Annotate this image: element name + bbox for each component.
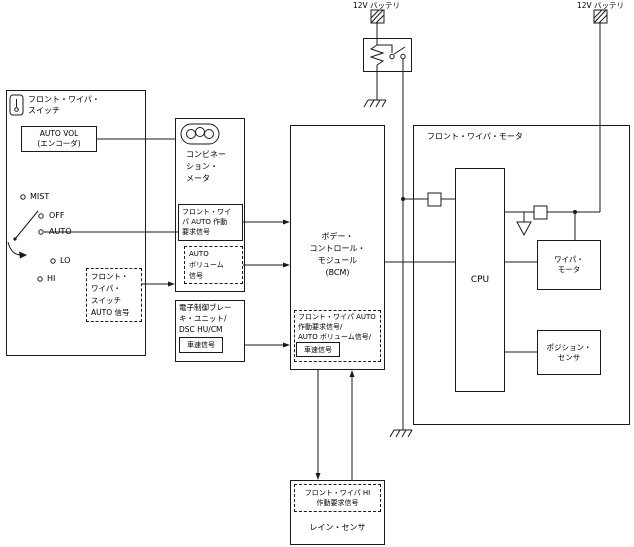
front-wiper-switch-title: フロント・ワイパ・ — [28, 95, 100, 104]
auto-request-line: 要求信号 — [182, 228, 210, 236]
arrow-auto-request-to-bcm — [243, 219, 290, 225]
battery-left-label: 12V バッテリ — [353, 1, 401, 10]
arrow-rain-sensor-to-bcm — [349, 370, 355, 480]
wiper-relay-contact — [377, 44, 406, 430]
auto-volume-signal-box: AUTO ボリューム 信号 — [184, 246, 243, 284]
auto-volume-line: 信号 — [189, 272, 203, 280]
wiper-switch-icon — [9, 94, 24, 116]
bcm-signal-list-box: フロント・ワイパ AUTO 作動要求信号/ AUTO ボリューム信号/ — [294, 310, 381, 362]
combination-meter-name: ション・ — [186, 162, 218, 171]
switch-position-mist: MIST — [30, 192, 50, 201]
arrow-switch-auto-signal — [142, 281, 175, 287]
cpu-box: CPU — [455, 168, 505, 392]
wiper-relay-coil — [369, 44, 385, 100]
switch-auto-signal-line: AUTO 信号 — [91, 308, 130, 317]
battery-right-label: 12V バッテリ — [577, 1, 625, 10]
speed-signal-box-dsc: 車速信号 — [179, 337, 223, 353]
switch-position-auto: AUTO — [49, 227, 72, 236]
encoder-label: (エンコーダ) — [37, 139, 81, 148]
arrow-auto-volume-to-bcm — [243, 262, 290, 268]
connector-square-right — [533, 205, 548, 220]
battery-left-symbol — [370, 9, 385, 45]
auto-request-line: パ AUTO 作動 — [182, 218, 228, 226]
wire-battery-to-motor-unit — [505, 205, 600, 240]
switch-position-hi: HI — [47, 274, 56, 283]
auto-vol-label: AUTO VOL — [39, 129, 79, 138]
wiper-switch-contacts — [7, 194, 56, 282]
bcm-signal-line: 作動要求信号/ — [298, 323, 343, 331]
switch-position-off: OFF — [49, 211, 65, 220]
speed-signal-label: 車速信号 — [304, 345, 332, 354]
bcm-name: コントロール・ — [309, 244, 366, 253]
auto-volume-line: AUTO — [189, 250, 209, 258]
cpu-label: CPU — [470, 275, 490, 285]
combination-meter-box — [175, 118, 245, 292]
ground-symbol-relay — [363, 99, 387, 108]
auto-vol-encoder-box: AUTO VOL (エンコーダ) — [21, 126, 97, 152]
rain-sensor-label: レイン・センサ — [309, 523, 366, 532]
bcm-name: ボデー・ — [321, 232, 354, 241]
combination-meter-name: メータ — [186, 174, 210, 183]
wiper-motor-label: モータ — [557, 265, 581, 274]
hi-request-line: 作動要求信号 — [316, 499, 359, 507]
combination-meter-name: コンビネー — [186, 150, 226, 159]
front-wiper-switch-box — [6, 90, 146, 356]
bcm-name: モジュール — [317, 256, 358, 265]
auto-request-signal-box: フロント・ワイ パ AUTO 作動 要求信号 — [178, 204, 243, 241]
wiper-motor-label: ワイパ・ — [554, 255, 584, 264]
front-wiper-motor-box — [413, 125, 630, 425]
wiper-relay-box — [363, 38, 412, 72]
dsc-name-line: DSC HU/CM — [179, 325, 223, 334]
wire-relay-to-cpu — [401, 192, 455, 207]
switch-position-lo: LO — [60, 256, 71, 265]
battery-right-symbol — [593, 9, 608, 212]
switch-auto-signal-line: ワイパ・ — [91, 284, 121, 293]
ground-arrow-triangle — [516, 221, 532, 237]
front-wiper-motor-title: フロント・ワイパ・モータ — [427, 132, 523, 141]
rain-sensor-box — [290, 480, 385, 545]
front-wiper-switch-title: スイッチ — [28, 106, 60, 115]
speed-signal-box-bcm: 車速信号 — [296, 342, 340, 357]
switch-auto-signal-box: フロント・ ワイパ・ スイッチ AUTO 信号 — [86, 268, 142, 322]
ground-symbol-bottom — [389, 429, 413, 438]
switch-auto-signal-line: フロント・ — [91, 272, 129, 281]
bcm-name: (BCM) — [325, 268, 350, 277]
bcm-box — [290, 125, 385, 370]
connector-square-left — [427, 192, 442, 207]
bcm-signal-line: フロント・ワイパ AUTO — [298, 313, 376, 321]
wiper-motor-inner-box: ワイパ・ モータ — [537, 240, 601, 290]
position-sensor-label: センサ — [557, 352, 581, 362]
dsc-name-line: キ・ユニット/ — [179, 314, 227, 323]
position-sensor-label: ポジション・ — [546, 342, 592, 352]
arrow-speed-signal-to-bcm — [245, 342, 290, 348]
dsc-brake-unit-box: 電子制御ブレー キ・ユニット/ DSC HU/CM — [175, 300, 245, 362]
combination-meter-icon — [180, 123, 220, 145]
switch-auto-signal-line: スイッチ — [91, 296, 121, 305]
hi-request-signal-box: フロント・ワイパ HI 作動要求信号 — [294, 484, 381, 512]
arrow-bcm-to-rain-sensor — [315, 370, 321, 480]
dsc-name-line: 電子制御ブレー — [179, 303, 232, 312]
auto-volume-line: ボリューム — [189, 261, 224, 269]
hi-request-line: フロント・ワイパ HI — [304, 489, 371, 497]
bcm-signal-line: AUTO ボリューム信号/ — [298, 333, 372, 341]
auto-request-line: フロント・ワイ — [182, 208, 231, 216]
speed-signal-label: 車速信号 — [187, 341, 215, 349]
position-sensor-box: ポジション・ センサ — [537, 330, 601, 375]
